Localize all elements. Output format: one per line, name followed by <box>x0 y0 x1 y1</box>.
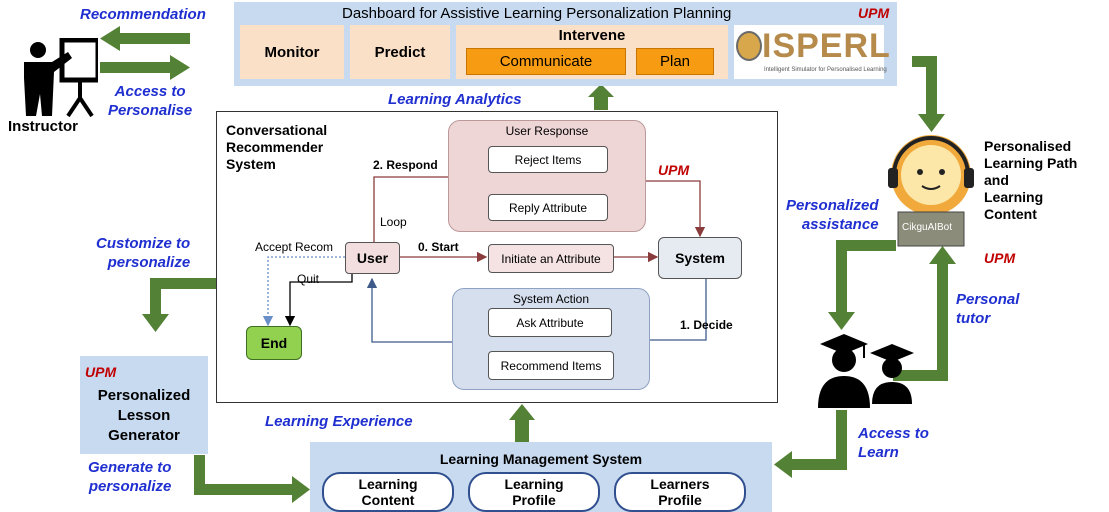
lesson-line2: Lesson <box>117 407 171 424</box>
access-to-personalise-label: Access to Personalise <box>108 82 192 120</box>
lesson-title: Personalized Lesson Generator <box>80 386 208 446</box>
chatbot-title-line4: Learning <box>984 189 1044 205</box>
dashboard-title: Dashboard for Assistive Learning Persona… <box>342 5 732 22</box>
loop-label: Loop <box>380 215 407 229</box>
dashboard-panel: Dashboard for Assistive Learning Persona… <box>234 2 897 86</box>
system-action-label: System Action <box>512 292 590 306</box>
access-to-personalise-arrow <box>100 55 190 80</box>
tutor-line1: Personal <box>956 291 1020 308</box>
intervene-label: Intervene <box>558 27 626 44</box>
lms-learners-profile-line2: Profile <box>658 492 702 508</box>
lms-learning-profile-line1: Learning <box>504 476 564 492</box>
system-node: System <box>658 237 742 279</box>
chatbot-title-line3: and <box>984 172 1009 188</box>
tutor-line2: tutor <box>956 310 991 327</box>
dashboard-to-chatbot-arrow <box>912 56 945 132</box>
access-to-learn-label: Access to Learn <box>858 424 929 462</box>
recommendation-label: Recommendation <box>80 6 206 23</box>
chatbot-name: CikguAIBot <box>902 222 953 233</box>
learning-experience-arrow <box>509 404 535 442</box>
generate-line1: Generate to <box>88 459 172 476</box>
monitor-box: Monitor <box>240 25 344 79</box>
user-response-label: User Response <box>505 124 589 138</box>
lesson-upm: UPM <box>85 364 117 380</box>
lesson-line1: Personalized <box>97 387 191 404</box>
predict-box: Predict <box>350 25 450 79</box>
learning-analytics-arrow <box>588 84 614 110</box>
lesson-generator-panel: UPM Personalized Lesson Generator <box>80 356 208 454</box>
isperl-logo-sub: Intelligent Simulator for Personalised L… <box>764 67 887 73</box>
communicate-box: Communicate <box>466 48 626 75</box>
reject-items-node: Reject Items <box>488 146 608 173</box>
crs-upm: UPM <box>658 162 690 178</box>
lms-title: Learning Management System <box>439 451 643 467</box>
lms-learning-profile-line2: Profile <box>512 492 556 508</box>
quit-label: Quit <box>297 272 320 286</box>
chatbot-title-line2: Learning Path <box>984 155 1078 171</box>
start-label: 0. Start <box>418 240 459 254</box>
respond-label: 2. Respond <box>373 158 438 172</box>
learners-icon <box>814 332 924 408</box>
chatbot-title-line1: Personalised <box>984 138 1072 154</box>
crs-title: Conversational Recommender System <box>226 122 327 173</box>
personalized-assistance-label: Personalized assistance <box>786 196 879 234</box>
customize-line2: personalize <box>107 254 191 271</box>
crs-title-line2: Recommender <box>226 139 324 155</box>
learning-experience-label: Learning Experience <box>265 413 413 430</box>
dashboard-upm: UPM <box>858 5 890 21</box>
chatbot-title: Personalised Learning Path and Learning … <box>984 138 1077 223</box>
instructor-icon <box>18 38 98 118</box>
access-to-personalise-line2: Personalise <box>108 102 193 119</box>
generate-line2: personalize <box>88 478 172 495</box>
access-learn-line2: Learn <box>858 444 899 461</box>
learning-analytics-label: Learning Analytics <box>388 91 522 108</box>
crs-box <box>216 111 778 403</box>
personal-tutor-arrow <box>893 246 956 381</box>
crs-title-line3: System <box>226 156 276 172</box>
crs-title-line1: Conversational <box>226 122 328 138</box>
lesson-line3: Generator <box>108 427 180 444</box>
isperl-logo-text: ISPERL <box>762 27 891 65</box>
user-node: User <box>345 242 400 274</box>
lms-learners-profile-line1: Learners <box>650 476 710 492</box>
reply-attribute-node: Reply Attribute <box>488 194 608 221</box>
generate-label: Generate to personalize <box>88 458 171 496</box>
customize-label: Customize to personalize <box>96 234 190 272</box>
customize-line1: Customize to <box>96 235 191 252</box>
personalized-assistance-arrow <box>828 240 896 330</box>
access-to-learn-arrow <box>774 410 847 478</box>
recommend-items-node: Recommend Items <box>488 351 614 380</box>
accept-recom-label: Accept Recom <box>255 240 334 254</box>
customize-arrow <box>142 278 216 332</box>
lms-learning-content-line2: Content <box>361 492 415 508</box>
plan-box: Plan <box>636 48 714 75</box>
intervene-box: Intervene Communicate Plan <box>456 25 728 79</box>
initiate-attribute-node: Initiate an Attribute <box>488 244 614 273</box>
lms-learning-content-line1: Learning <box>358 476 418 492</box>
personal-tutor-label: Personal tutor <box>956 290 1019 328</box>
ask-attribute-node: Ask Attribute <box>488 308 612 337</box>
end-node: End <box>246 326 302 360</box>
chatbot-upm: UPM <box>984 250 1016 266</box>
recommendation-arrow <box>100 26 190 51</box>
chatbot-title-line5: Content <box>984 206 1037 222</box>
decide-label: 1. Decide <box>680 318 733 332</box>
assistance-line2: assistance <box>801 216 879 233</box>
generate-arrow <box>194 455 310 503</box>
access-to-personalise-line1: Access to <box>114 83 186 100</box>
access-learn-line1: Access to <box>858 425 929 442</box>
isperl-logo-icon: ISPERL Intelligent Simulator for Persona… <box>734 25 890 79</box>
assistance-line1: Personalized <box>786 197 879 214</box>
instructor-label: Instructor <box>8 118 79 135</box>
chatbot-icon: CikguAIBot <box>884 130 978 250</box>
